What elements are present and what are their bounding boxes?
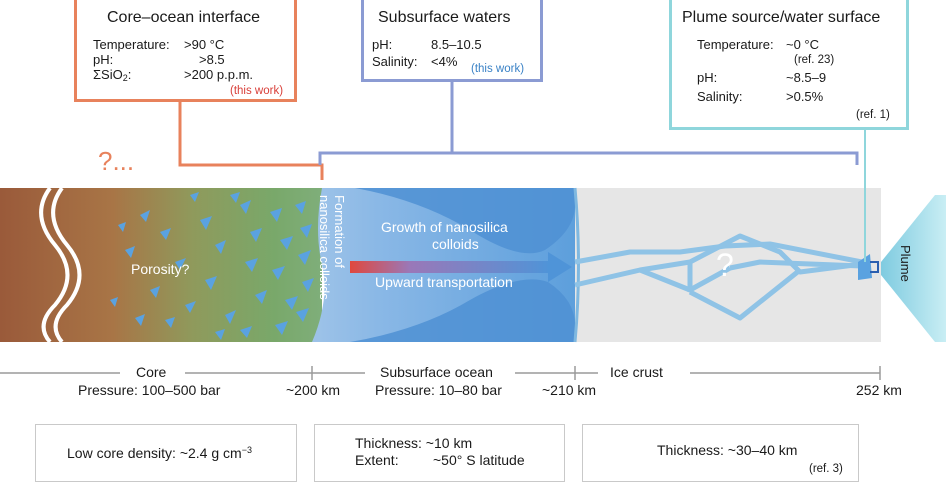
ocean-info-box: Thickness: ~10 km Extent: ~50° S latitud… (314, 424, 565, 482)
plume-ph-value: ~8.5–9 (786, 70, 827, 85)
scale-ocean-pressure: Pressure: 10–80 bar (375, 382, 502, 398)
ice-ref-text: (ref. 3) (809, 463, 843, 475)
formation-label: Formation of nanosilica colloids (309, 195, 349, 325)
subsurface-salinity-label: Salinity: (372, 54, 418, 69)
subsurface-box-title: Subsurface waters (378, 9, 511, 26)
upward-label: Upward transportation (375, 274, 513, 290)
core-density-text: Low core density: ~2.4 g cm−3 (67, 445, 252, 461)
subsurface-salinity-value: <4% (431, 54, 458, 69)
plume-box-ref: (ref. 1) (856, 109, 890, 121)
core-boundary-lines (39, 186, 70, 344)
porosity-label: Porosity? (131, 261, 190, 277)
core-connector (178, 100, 324, 180)
plume-salinity-value: >0.5% (786, 89, 824, 104)
plume-temp-label: Temperature: (697, 37, 774, 52)
silica-fragments (110, 192, 314, 340)
scale-ice-label: Ice crust (610, 364, 663, 380)
formation-label-line2: nanosilica colloids (317, 195, 332, 300)
plume-temp-value: ~0 °C (786, 37, 820, 52)
growth-label-line2: colloids (432, 236, 479, 252)
ice-thickness-text: Thickness: ~30–40 km (657, 442, 798, 458)
core-ph-value: >8.5 (199, 52, 225, 67)
formation-label-line1: Formation of (332, 195, 347, 268)
scale-km-210: ~210 km (542, 382, 597, 398)
core-sio2-label: ΣSiO2: (93, 67, 132, 83)
ocean-extent-value: ~50° S latitude (433, 452, 525, 468)
core-density-box: Low core density: ~2.4 g cm−3 (35, 424, 297, 482)
core-temp-label: Temperature: (93, 37, 170, 52)
ice-question-mark: ? (716, 247, 734, 283)
subsurface-connector (318, 80, 859, 165)
upward-arrow-head (548, 252, 572, 282)
scale-core-label: Core (136, 364, 167, 380)
scale-km-252: 252 km (856, 382, 902, 398)
core-box-title: Core–ocean interface (107, 9, 260, 26)
plume-source-box: Plume source/water surface Temperature: … (669, 0, 909, 130)
ice-info-box: Thickness: ~30–40 km (ref. 3) (582, 424, 859, 482)
plume-ph-label: pH: (697, 70, 718, 85)
subsurface-ph-label: pH: (372, 37, 393, 52)
core-ph-label: pH: (93, 52, 114, 67)
plume-temp-ref: (ref. 23) (794, 54, 835, 66)
scale-km-200: ~200 km (286, 382, 341, 398)
plume-box-title: Plume source/water surface (682, 9, 881, 26)
plume-salinity-label: Salinity: (697, 89, 743, 104)
plume-label: Plume (898, 245, 913, 282)
core-box-source: (this work) (230, 85, 284, 97)
vent (858, 254, 872, 280)
ocean-lobe-lower (350, 279, 575, 342)
scale-core-pressure: Pressure: 100–500 bar (78, 382, 221, 398)
core-question-mark: ?... (98, 146, 135, 176)
subsurface-waters-box: Subsurface waters pH: 8.5–10.5 Salinity:… (361, 0, 543, 82)
growth-label-line1: Growth of nanosilica (381, 219, 508, 235)
ocean-thickness-text: Thickness: ~10 km (355, 435, 473, 451)
ocean-extent-label: Extent: (355, 452, 399, 468)
scale-ocean-label: Subsurface ocean (380, 364, 493, 380)
core-sio2-value: >200 p.p.m. (184, 67, 254, 82)
core-temp-value: >90 °C (184, 37, 225, 52)
upward-arrow-shaft (350, 261, 550, 273)
plume-shape (881, 195, 946, 342)
ocean-lobe-upper (355, 188, 575, 254)
ice-channels (574, 233, 863, 321)
scale-bar (0, 366, 881, 380)
vent-nozzle (870, 261, 879, 273)
core-ocean-interface-box: Core–ocean interface Temperature: >90 °C… (74, 0, 297, 102)
subsurface-ph-value: 8.5–10.5 (431, 37, 482, 52)
subsurface-box-source: (this work) (471, 63, 525, 75)
